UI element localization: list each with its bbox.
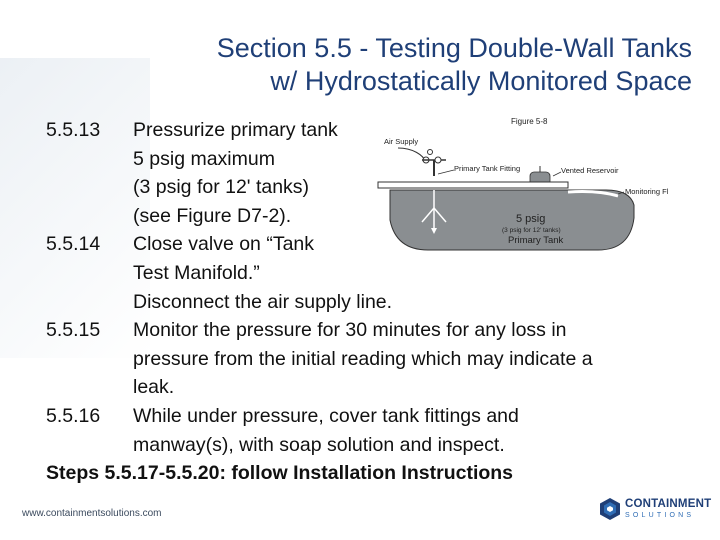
logo-mark-icon: [600, 498, 620, 520]
step-text: Close valve on “Tank Test Manifold.” Dis…: [133, 230, 686, 316]
reservoir-leader: [552, 171, 562, 177]
air-supply-line: [397, 147, 427, 163]
page-title: Section 5.5 - Testing Double-Wall Tanks …: [217, 32, 692, 98]
step-line: leak.: [133, 376, 175, 399]
step-line: (see Figure D7-2).: [133, 204, 292, 227]
air-supply-label: Air Supply: [384, 137, 418, 146]
step-line: Monitor the pressure for 30 minutes for …: [133, 319, 567, 342]
step-line: manway(s), with soap solution and inspec…: [133, 433, 505, 456]
valve-icon: [434, 156, 442, 164]
step-line: 5 psig maximum: [133, 147, 275, 170]
monitoring-fluid-layer: [567, 190, 619, 198]
background-shade: [0, 58, 150, 358]
logo-subtitle: SOLUTIONS: [625, 512, 695, 519]
primary-tank-label: Primary Tank: [508, 235, 564, 246]
step-5-5-16: 5.5.16 While under pressure, cover tank …: [46, 402, 686, 459]
pressure-arrows-icon: [421, 207, 447, 223]
pressure-label: 5 psig: [516, 213, 545, 225]
steps-list: 5.5.13 Pressurize primary tank 5 psig ma…: [46, 116, 686, 488]
step-line: Disconnect the air supply line.: [133, 290, 393, 313]
final-note: Steps 5.5.17-5.5.20: follow Installation…: [46, 462, 514, 485]
title-line-1: Section 5.5 - Testing Double-Wall Tanks: [216, 33, 692, 64]
monitoring-fluid-label: Monitoring Fluid: [625, 187, 668, 196]
title-line-2: w/ Hydrostatically Monitored Space: [270, 66, 692, 97]
pressure-note-label: (3 psig for 12' tanks): [502, 227, 561, 234]
company-logo: CONTAINMENT SOLUTIONS: [598, 495, 712, 525]
step-5-5-14: 5.5.14 Close valve on “Tank Test Manifol…: [46, 230, 686, 316]
step-number: 5.5.16: [46, 404, 101, 427]
primary-tank-shape: [389, 189, 635, 251]
step-5-5-15: 5.5.15 Monitor the pressure for 30 minut…: [46, 316, 686, 402]
step-line: Pressurize primary tank: [133, 119, 338, 141]
step-line: pressure from the initial reading which …: [133, 347, 593, 370]
vented-reservoir-label: Vented Reservoir: [561, 166, 619, 175]
step-5-5-13: 5.5.13 Pressurize primary tank 5 psig ma…: [46, 116, 686, 230]
primary-tank-fitting-label: Primary Tank Fitting: [454, 164, 520, 173]
monitoring-fluid-leader: [617, 191, 625, 195]
step-line: (3 psig for 12' tanks): [133, 176, 310, 199]
step-number: 5.5.13: [46, 119, 101, 141]
figure-caption: Figure 5-8: [511, 117, 548, 126]
arrow-head-icon: [431, 228, 437, 234]
tank-test-figure: Figure 5-8 Air Supply Primary Tank Fitti…: [377, 117, 668, 251]
logo-wordmark: CONTAINMENT: [625, 498, 712, 510]
step-line: Test Manifold.”: [133, 261, 260, 284]
step-text: While under pressure, cover tank fitting…: [133, 402, 686, 459]
step-line: Close valve on “Tank: [133, 233, 315, 256]
valve-handle-icon: [427, 149, 433, 155]
step-number: 5.5.14: [46, 233, 101, 256]
footer-url[interactable]: www.containmentsolutions.com: [22, 508, 162, 519]
step-text: Monitor the pressure for 30 minutes for …: [133, 316, 686, 402]
tank-top-pipe: [377, 181, 569, 189]
step-text: Pressurize primary tank 5 psig maximum (…: [133, 116, 686, 230]
step-number: 5.5.15: [46, 319, 101, 342]
step-line: While under pressure, cover tank fitting…: [133, 404, 519, 427]
fitting-leader: [437, 169, 455, 175]
